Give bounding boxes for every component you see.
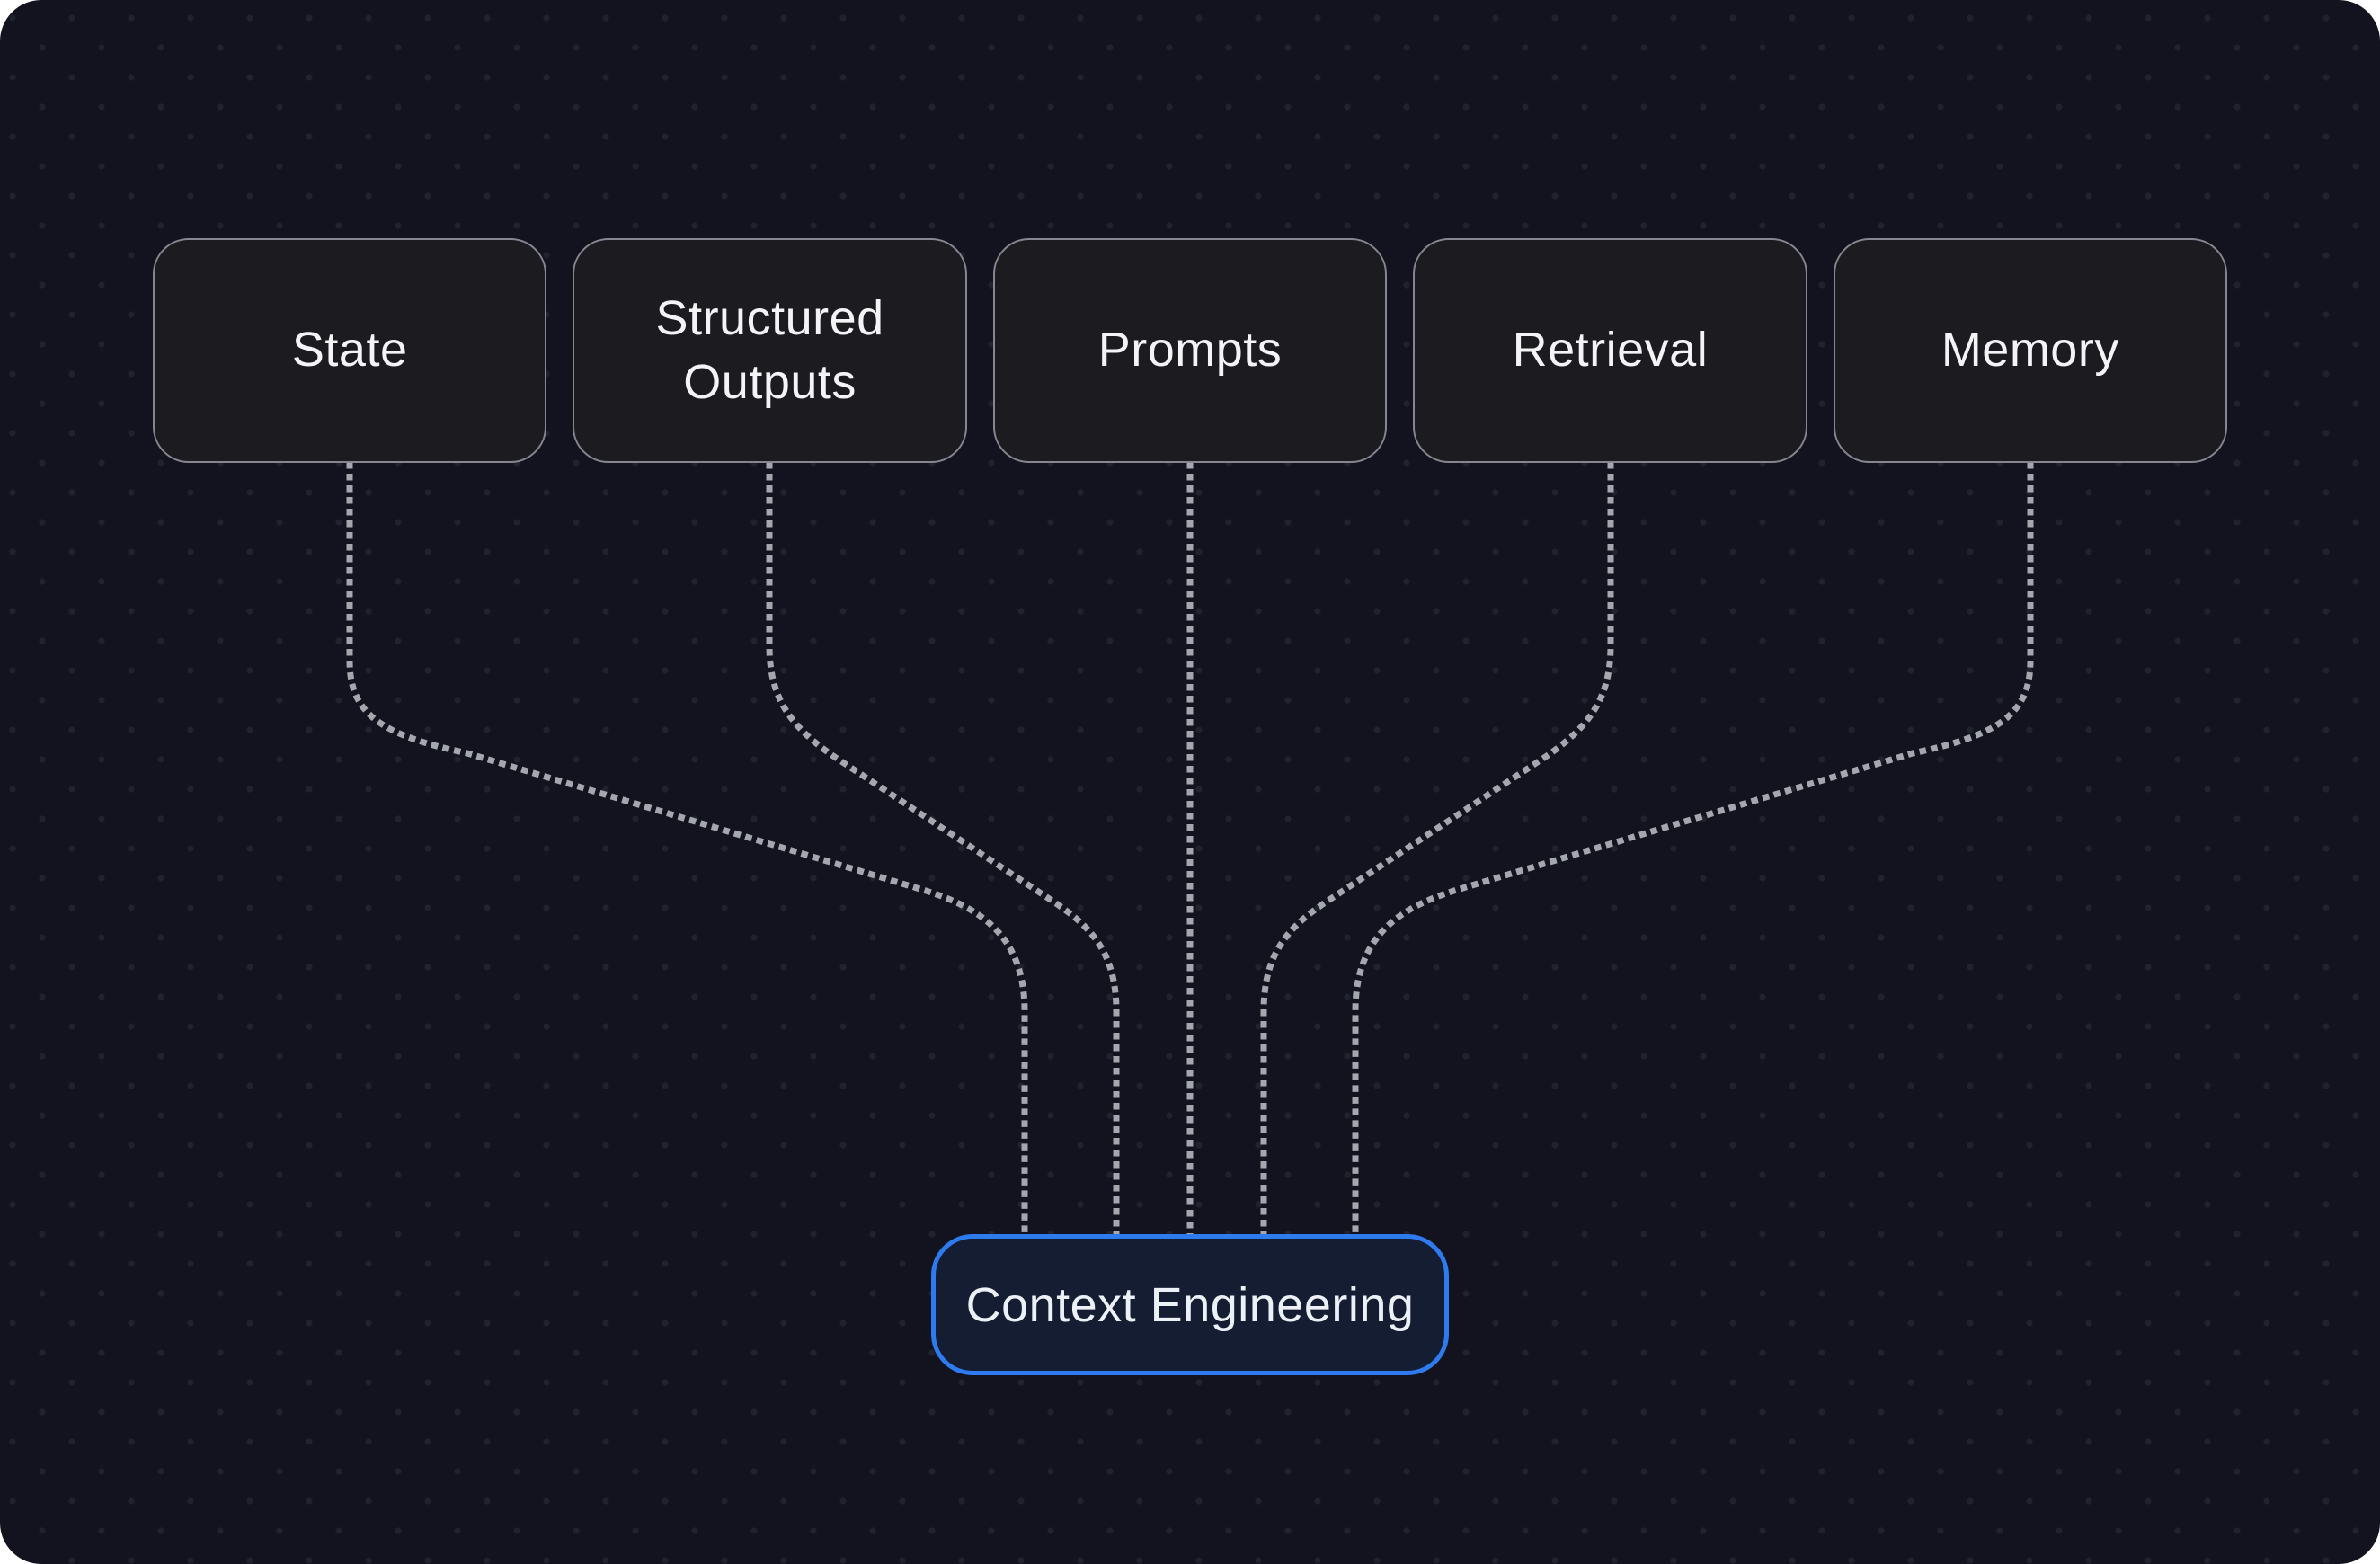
connector-memory-to-context bbox=[1352, 462, 2034, 1235]
connector-state-to-context bbox=[346, 462, 1028, 1235]
node-state-label: State bbox=[291, 323, 408, 378]
node-memory: Memory bbox=[1833, 238, 2228, 463]
node-prompts: Prompts bbox=[992, 238, 1388, 463]
node-context-engineering-label: Context Engineering bbox=[965, 1277, 1415, 1332]
node-context-engineering: Context Engineering bbox=[931, 1234, 1449, 1375]
node-prompts-label: Prompts bbox=[1097, 323, 1283, 378]
node-memory-label: Memory bbox=[1940, 323, 2119, 378]
node-state: State bbox=[153, 238, 547, 463]
node-structured-outputs: Structured Outputs bbox=[573, 238, 967, 463]
node-retrieval: Retrieval bbox=[1413, 238, 1807, 463]
connector-retrieval-to-context bbox=[1260, 462, 1614, 1235]
source-node-row: State Structured Outputs Prompts Retriev… bbox=[153, 238, 2228, 463]
connector-structured-outputs-to-context bbox=[766, 462, 1120, 1235]
node-structured-outputs-label: Structured Outputs bbox=[655, 290, 884, 409]
node-retrieval-label: Retrieval bbox=[1512, 323, 1709, 378]
